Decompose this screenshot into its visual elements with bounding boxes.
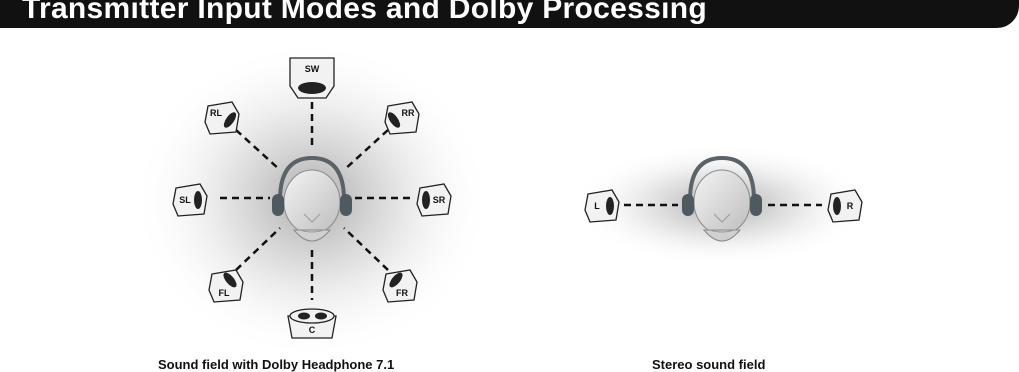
speaker-sw-label: SW xyxy=(305,64,320,74)
speaker-fl-icon: FL xyxy=(209,270,243,302)
speaker-fr-icon: FR xyxy=(383,270,417,302)
speaker-r-icon: R xyxy=(828,190,862,222)
stereo-diagram: L R xyxy=(572,143,872,267)
speaker-rr-label: RR xyxy=(402,108,415,118)
stereo-caption: Stereo sound field xyxy=(652,357,765,372)
speaker-rl-label: RL xyxy=(210,108,222,118)
speaker-fr-label: FR xyxy=(396,288,408,298)
speaker-r-label: R xyxy=(847,201,854,211)
speaker-rr-icon: RR xyxy=(385,102,419,134)
speaker-c-label: C xyxy=(309,325,316,335)
speaker-sr-label: SR xyxy=(433,195,446,205)
speaker-l-icon: L xyxy=(585,190,619,222)
speaker-sl-label: SL xyxy=(179,195,191,205)
speaker-l-label: L xyxy=(594,201,600,211)
surround-diagram: SW RL RR SL SR FL xyxy=(132,40,492,360)
speaker-fl-label: FL xyxy=(219,288,230,298)
speaker-c-icon: C xyxy=(288,309,336,338)
surround-caption: Sound field with Dolby Headphone 7.1 xyxy=(158,357,394,372)
speaker-sr-icon: SR xyxy=(417,184,451,216)
speaker-rl-icon: RL xyxy=(205,102,239,134)
speaker-sw-icon: SW xyxy=(290,58,334,98)
speaker-sl-icon: SL xyxy=(173,184,207,216)
